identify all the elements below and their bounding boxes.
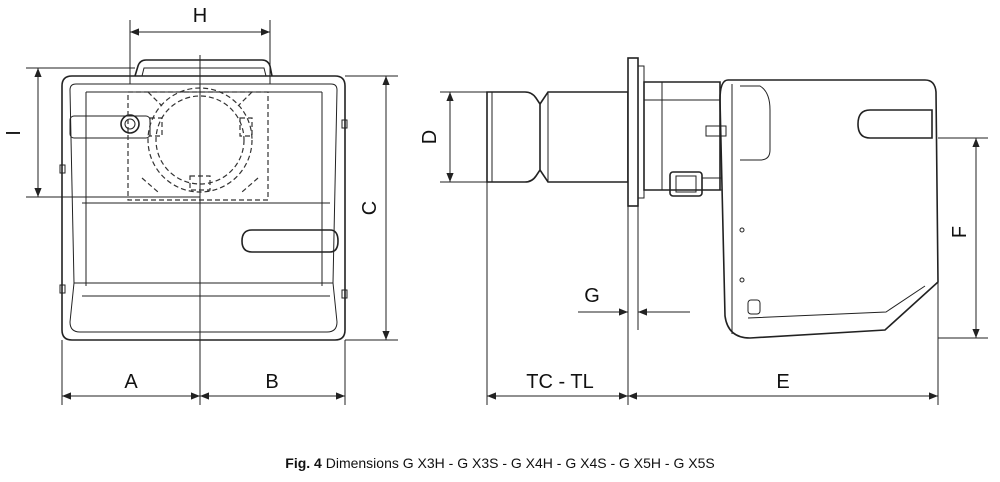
label-c: C xyxy=(359,201,381,215)
figure-caption: Fig. 4 Dimensions G X3H - G X3S - G X4H … xyxy=(0,455,1000,471)
label-g: G xyxy=(584,285,600,307)
label-e: E xyxy=(776,371,789,393)
label-i: I xyxy=(3,130,25,136)
caption-text: Dimensions G X3H - G X3S - G X4H - G X4S… xyxy=(321,455,715,471)
label-h: H xyxy=(193,5,207,27)
label-tc-tl: TC - TL xyxy=(526,371,593,393)
label-d: D xyxy=(419,130,441,144)
front-view xyxy=(26,20,398,405)
label-a: A xyxy=(124,371,138,393)
side-view xyxy=(440,57,988,405)
label-f: F xyxy=(949,226,971,238)
caption-prefix: Fig. 4 xyxy=(285,455,322,471)
label-b: B xyxy=(265,371,278,393)
